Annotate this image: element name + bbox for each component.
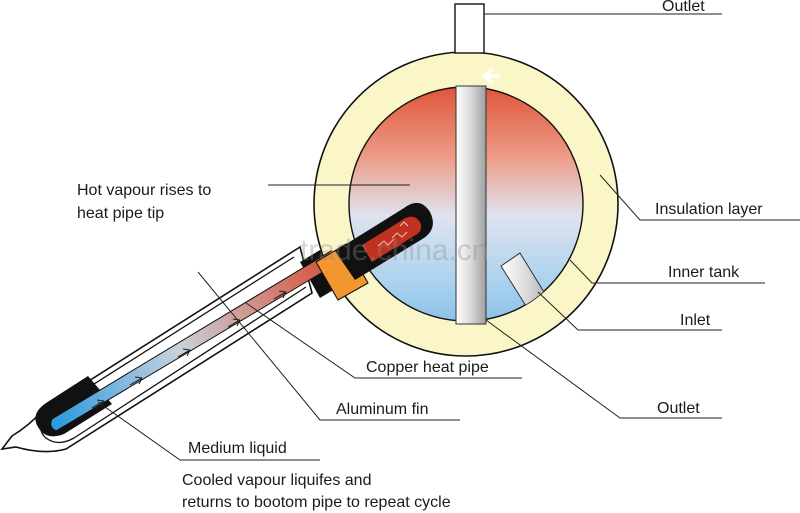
tip-vapour-marks (377, 221, 409, 247)
label-copper-heat-pipe: Copper heat pipe (366, 359, 489, 376)
leader-copper-pipe (245, 302, 522, 379)
riser-pipe (455, 85, 487, 325)
evacuated-tube (0, 202, 433, 453)
watermark-text: trade.china.cn (300, 234, 488, 267)
label-insulation-layer: Insulation layer (655, 201, 763, 218)
label-cooled-line2: returns to bootom pipe to repeat cycle (182, 494, 451, 511)
leader-insulation (599, 174, 800, 221)
label-aluminum-fin: Aluminum fin (336, 401, 428, 418)
leader-outlet-bottom (485, 319, 722, 419)
heat-pipe-tip-core (362, 216, 422, 262)
watermark: trade.china.cn (300, 234, 488, 267)
storage-tank (313, 3, 619, 357)
copper-heat-pipe (50, 250, 339, 432)
label-hot-vapour-line1: Hot vapour rises to (77, 182, 211, 199)
leader-inlet (537, 291, 722, 331)
leader-aluminum-fin (197, 271, 460, 421)
vapour-flow-arrows (91, 290, 287, 409)
label-inlet: Inlet (680, 312, 711, 329)
label-outlet-top: Outlet (662, 0, 705, 15)
label-hot-vapour-line2: heat pipe tip (77, 205, 164, 222)
labels: Outlet Insulation layer Inner tank Inlet… (77, 0, 763, 511)
leader-medium-liquid (97, 401, 320, 461)
label-cooled-line1: Cooled vapour liquifes and (182, 472, 371, 489)
flow-arrow-icon (482, 68, 500, 84)
leader-inner-tank (569, 259, 765, 284)
label-inner-tank: Inner tank (668, 264, 740, 281)
copper-connector (315, 243, 369, 301)
label-medium-liquid: Medium liquid (188, 440, 287, 457)
leader-lines (97, 13, 800, 461)
label-outlet-bottom: Outlet (657, 400, 700, 417)
top-outlet-pipe (454, 3, 485, 54)
